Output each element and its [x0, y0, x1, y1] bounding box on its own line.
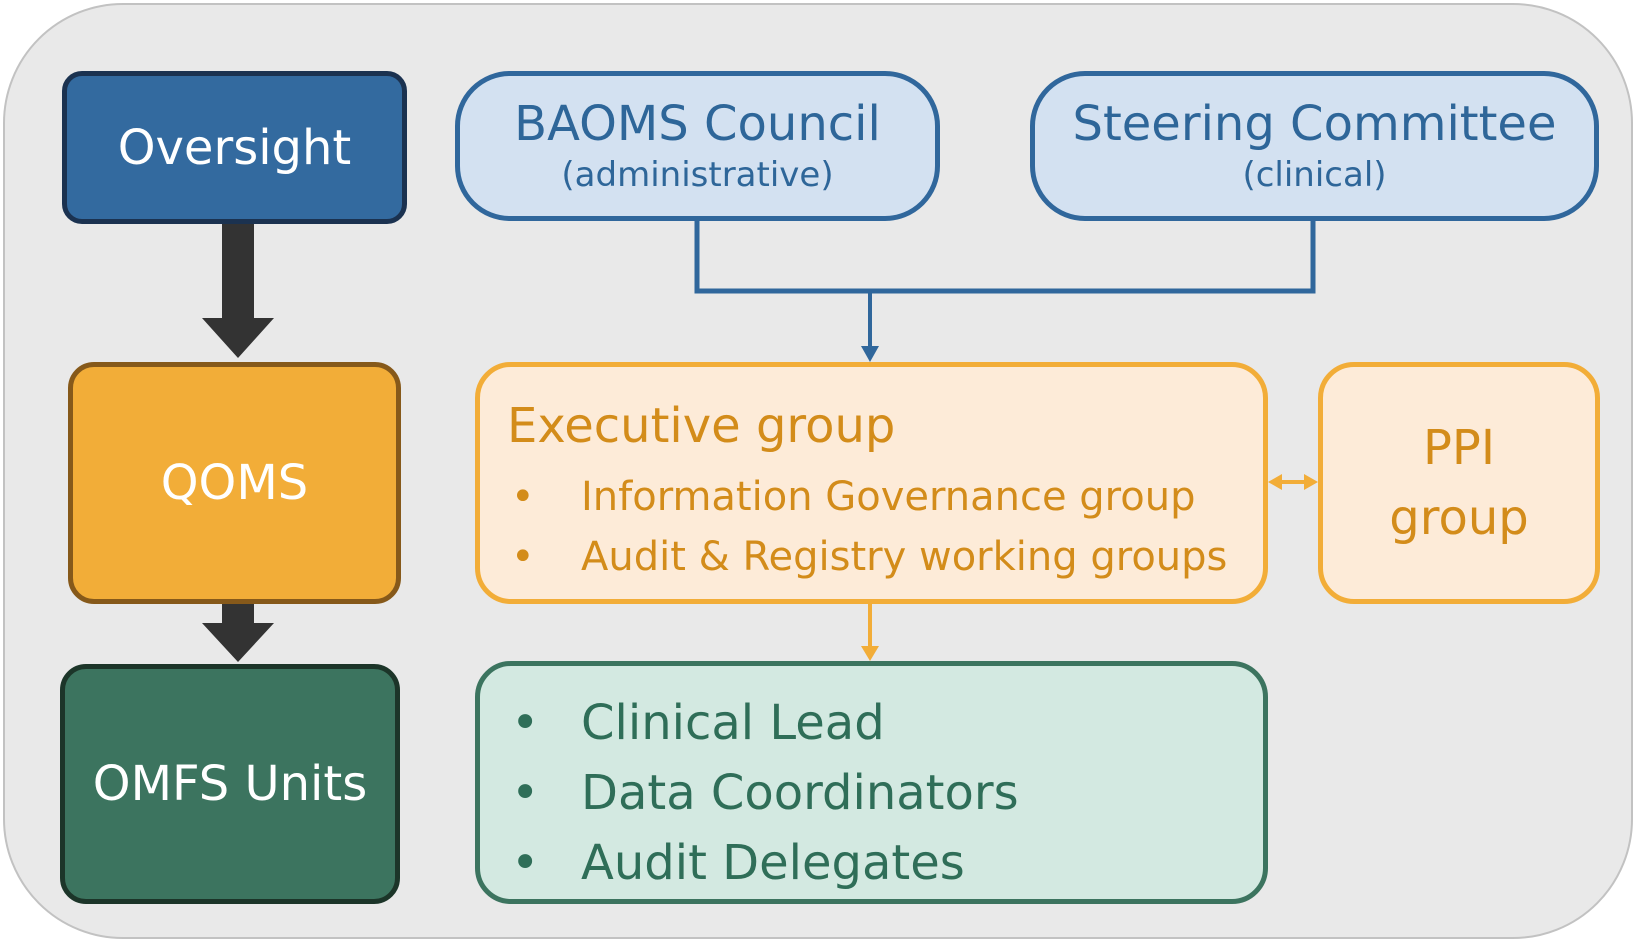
list-item: • Audit & Registry working groups [507, 527, 1227, 587]
ppi-group-line1: PPI [1422, 420, 1496, 476]
list-item: • Data Coordinators [507, 758, 1019, 828]
bullet-icon: • [511, 534, 535, 580]
executive-ppi-arrowhead-right [1304, 474, 1318, 490]
list-item: • Audit Delegates [507, 828, 1019, 898]
executive-group-title: Executive group [507, 398, 896, 454]
qoms-to-omfs-arrow [202, 580, 274, 662]
oversight-to-qoms-arrow [202, 198, 274, 358]
qoms-box: QOMS [68, 362, 401, 604]
council-connector-line [694, 221, 1316, 294]
executive-ppi-arrowhead-left [1268, 474, 1282, 490]
governance-to-executive-arrowhead [861, 346, 879, 362]
baoms-council-box: BAOMS Council (administrative) [455, 71, 940, 221]
unit-role-label: Audit Delegates [581, 835, 965, 891]
steering-committee-subtitle: (clinical) [1242, 155, 1387, 195]
oversight-label: Oversight [117, 119, 352, 176]
ppi-group-box: PPI group [1318, 362, 1600, 604]
steering-committee-title: Steering Committee [1072, 96, 1557, 152]
bullet-icon: • [511, 765, 540, 821]
list-item: • Information Governance group [507, 467, 1227, 527]
list-item: • Clinical Lead [507, 688, 1019, 758]
omfs-units-label: OMFS Units [92, 756, 368, 812]
executive-group-list: • Information Governance group • Audit &… [507, 467, 1227, 587]
ppi-group-line2: group [1389, 490, 1529, 546]
omfs-units-box: OMFS Units [60, 664, 400, 904]
executive-item-label: Information Governance group [581, 474, 1196, 520]
qoms-label: QOMS [160, 455, 309, 511]
oversight-box: Oversight [62, 71, 407, 224]
unit-role-label: Clinical Lead [581, 695, 885, 751]
bullet-icon: • [511, 695, 540, 751]
baoms-council-title: BAOMS Council [514, 96, 881, 152]
steering-committee-box: Steering Committee (clinical) [1030, 71, 1599, 221]
unit-roles-box: • Clinical Lead • Data Coordinators • Au… [475, 661, 1268, 904]
baoms-council-subtitle: (administrative) [561, 155, 834, 195]
bullet-icon: • [511, 474, 535, 520]
unit-roles-list: • Clinical Lead • Data Coordinators • Au… [507, 688, 1019, 898]
bullet-icon: • [511, 835, 540, 891]
executive-item-label: Audit & Registry working groups [581, 534, 1228, 580]
unit-role-label: Data Coordinators [581, 765, 1019, 821]
executive-to-units-arrowhead [861, 646, 879, 661]
executive-group-box: Executive group • Information Governance… [475, 362, 1268, 604]
